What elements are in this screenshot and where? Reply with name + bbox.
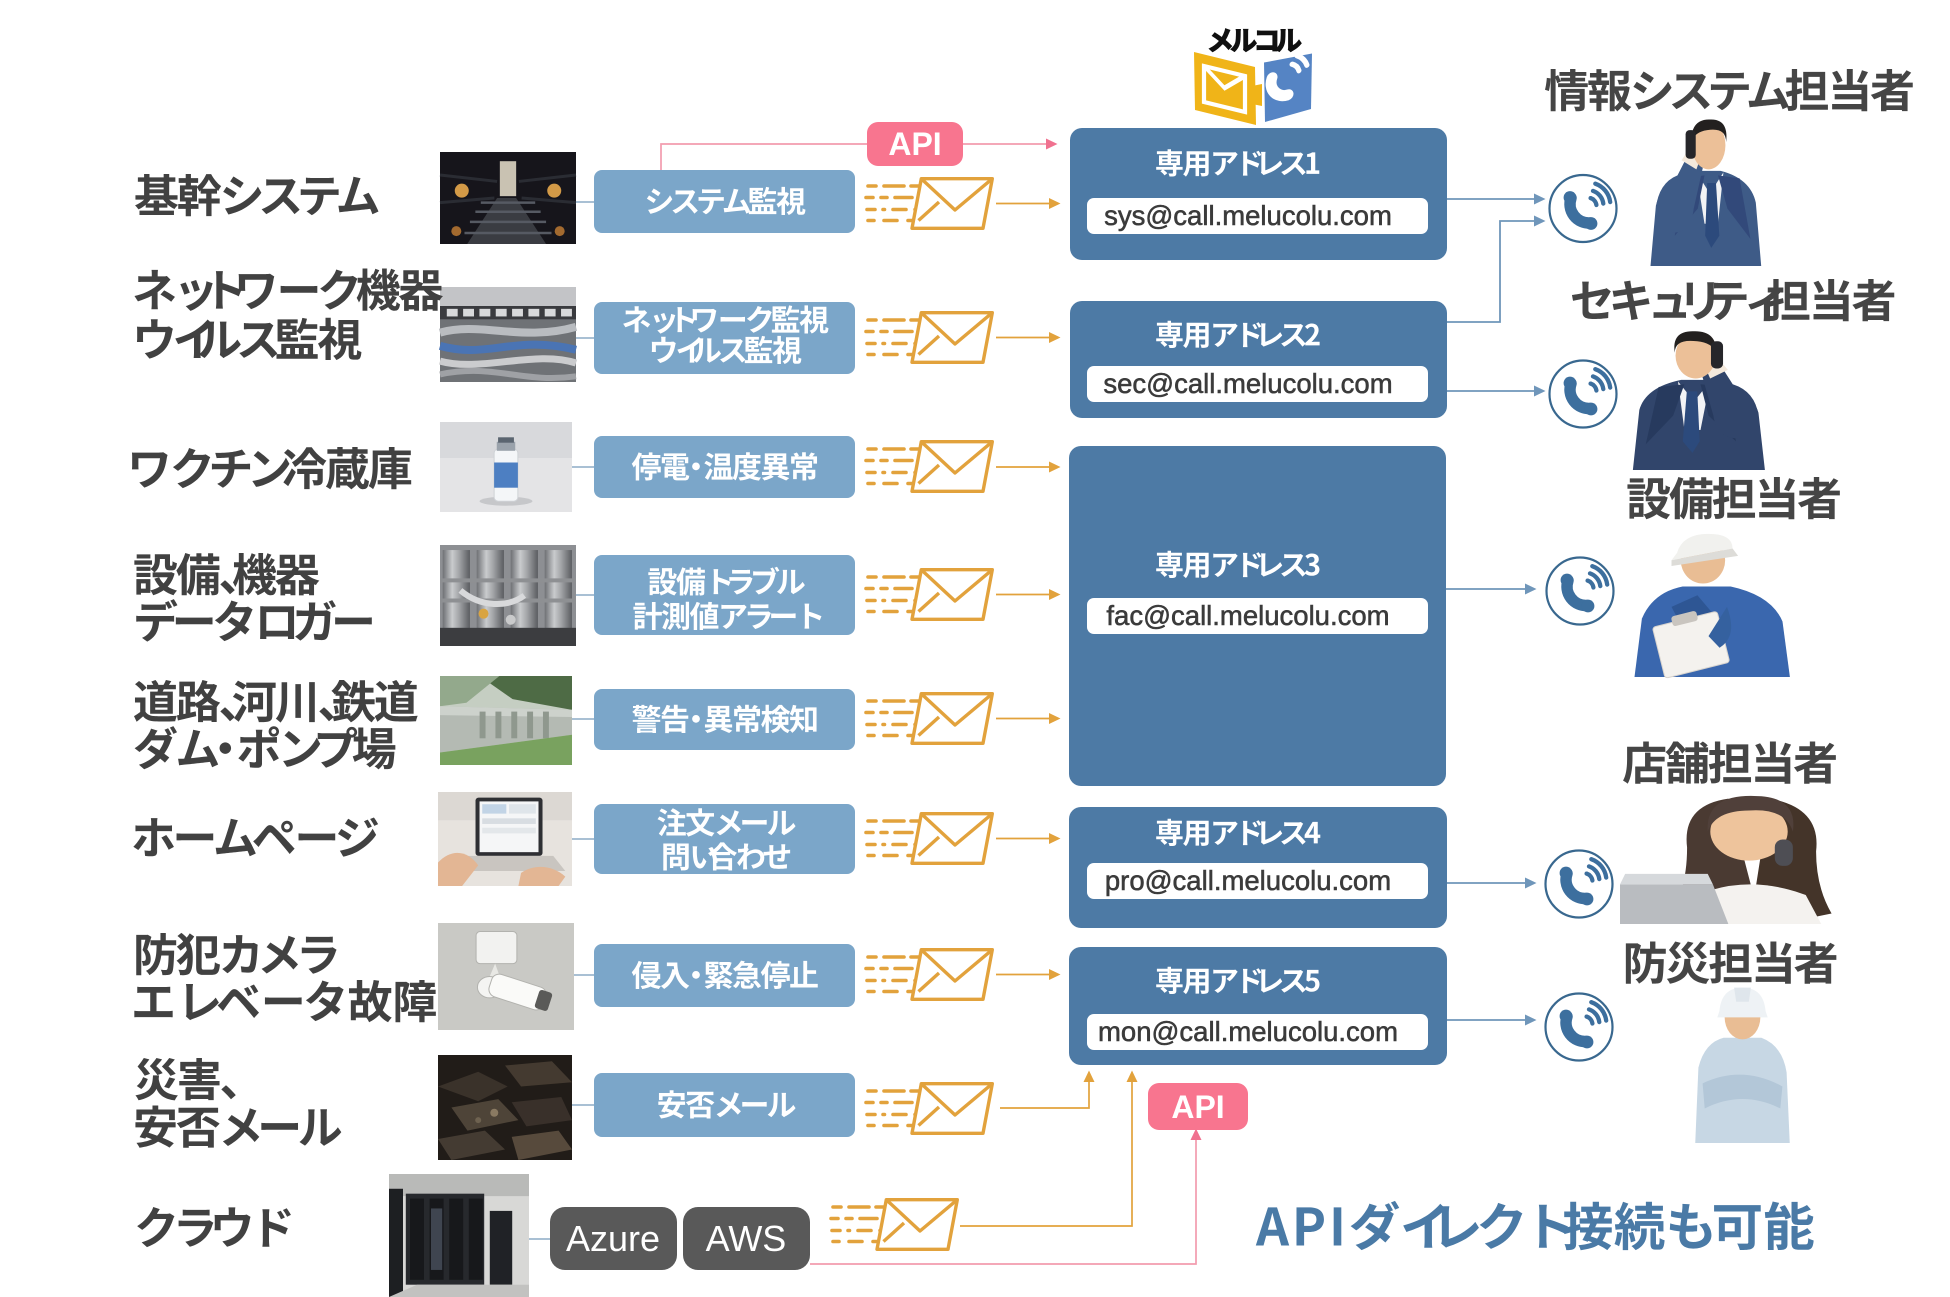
svg-text:AWS: AWS [706, 1218, 787, 1259]
svg-text:Azure: Azure [566, 1218, 660, 1259]
svg-text:sec@call.melucolu.com: sec@call.melucolu.com [1103, 368, 1392, 399]
svg-text:API: API [888, 126, 941, 162]
svg-text:sys@call.melucolu.com: sys@call.melucolu.com [1104, 200, 1392, 231]
svg-text:API: API [1171, 1089, 1224, 1125]
svg-text:mon@call.melucolu.com: mon@call.melucolu.com [1098, 1016, 1398, 1047]
svg-text:pro@call.melucolu.com: pro@call.melucolu.com [1105, 865, 1391, 896]
svg-text:fac@call.melucolu.com: fac@call.melucolu.com [1106, 600, 1389, 631]
